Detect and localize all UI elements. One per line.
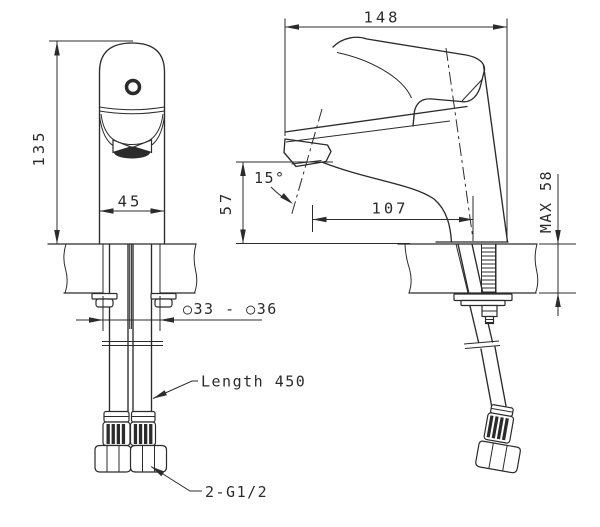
dim-spout-reach-107: 107 xyxy=(312,196,474,241)
counter-hatch-side-right xyxy=(495,243,539,294)
dim-reach-148: 148 xyxy=(284,9,508,241)
threaded-stud-side xyxy=(481,244,496,294)
leader-thread-spec: 2-G1/2 xyxy=(150,466,268,501)
counter-hatch-left xyxy=(63,243,104,294)
dim-text-hole: ○33 - ○36 xyxy=(183,300,278,318)
body-axis-centerline xyxy=(445,47,474,240)
side-view xyxy=(283,36,539,474)
handle-screw-hole xyxy=(124,78,142,96)
dim-text-57: 57 xyxy=(217,191,235,216)
counter-hatch-side-left xyxy=(404,243,469,294)
leader-hose-length: Length 450 xyxy=(152,373,306,399)
dim-text-135: 135 xyxy=(30,130,48,167)
side-dimensions: 148 57 107 15° MAX 58 xyxy=(217,9,576,316)
dim-angle-15: 15° xyxy=(254,169,293,204)
dim-text-148: 148 xyxy=(364,9,401,27)
supply-hoses-front xyxy=(102,243,163,413)
dim-height-135: 135 xyxy=(30,40,133,244)
dim-spout-height-57: 57 xyxy=(217,161,410,244)
front-dimensions: 135 45 ○33 - ○36 Length 450 2-G1/2 xyxy=(30,40,306,501)
dim-max-thickness: MAX 58 xyxy=(537,170,576,316)
dim-text-45: 45 xyxy=(118,193,143,211)
dim-hole-diameter: ○33 - ○36 xyxy=(76,296,278,331)
dim-text-max58: MAX 58 xyxy=(537,170,555,233)
mounting-hardware-side xyxy=(453,293,513,325)
dim-text-angle: 15° xyxy=(254,169,286,187)
faucet-body-front xyxy=(98,42,166,245)
counter-hatch-right xyxy=(159,243,198,294)
hex-nut-side xyxy=(475,440,521,474)
dim-width-45: 45 xyxy=(99,193,165,214)
hex-nut-front-right xyxy=(129,444,168,473)
label-hose-length: Length 450 xyxy=(201,373,306,391)
hose-fitting-side xyxy=(483,404,515,444)
hex-nut-front-left xyxy=(94,444,132,473)
dim-text-107: 107 xyxy=(372,200,409,218)
hose-fittings-front xyxy=(94,410,168,473)
spout-underside xyxy=(322,161,453,243)
handle-lever-side xyxy=(332,36,486,127)
label-thread-spec: 2-G1/2 xyxy=(205,483,268,501)
mounting-hardware-front xyxy=(91,292,177,308)
front-view xyxy=(47,42,198,473)
